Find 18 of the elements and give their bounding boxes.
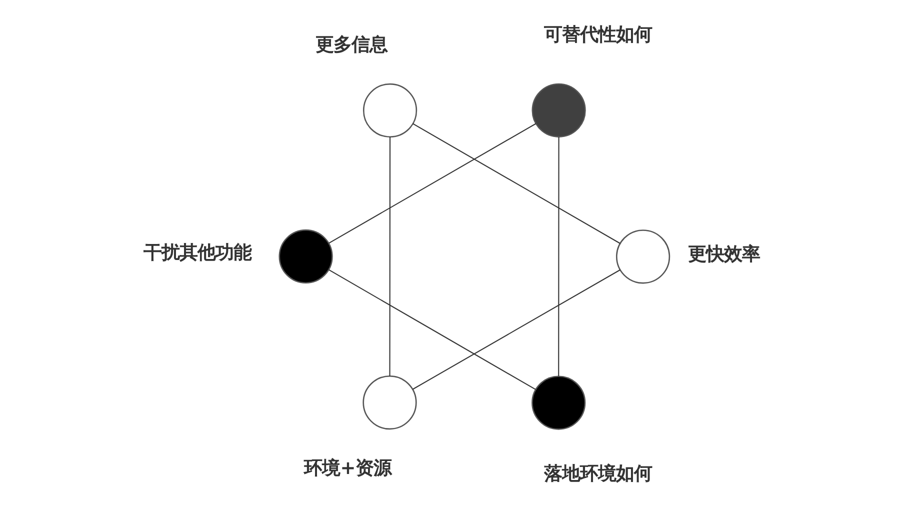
node-label: 可替代性如何 [543,24,652,46]
node-label: 更快效率 [688,244,760,266]
connector [412,123,620,244]
connector [328,269,536,390]
node-circle [615,230,670,284]
node-label: 更多信息 [314,34,387,56]
node-circle [278,229,332,284]
node-label: 环境+资源 [304,458,392,480]
node-label: 落地环境如何 [543,463,652,484]
connector [558,137,559,376]
node-circle [531,83,586,138]
node-circle [531,376,586,430]
node-circle [362,375,416,430]
connector [388,137,390,376]
node-circle [362,83,417,138]
node-label: 干扰其他功能 [142,242,251,264]
connector [328,123,536,244]
connector [412,269,620,390]
